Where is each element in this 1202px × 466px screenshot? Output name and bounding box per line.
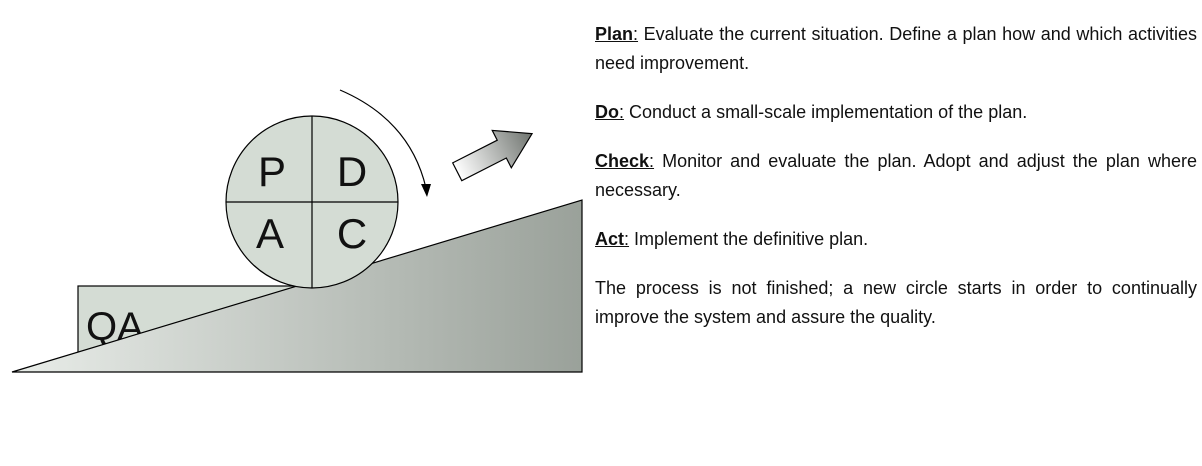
step-plan: Plan: Evaluate the current situation. De…	[595, 24, 1197, 73]
description-panel: Plan: Evaluate the current situation. De…	[595, 20, 1197, 332]
step-do-term: Do	[595, 102, 619, 122]
step-act-text: Implement the definitive plan.	[629, 229, 869, 249]
rotation-arrow-head	[421, 184, 431, 197]
conclusion: The process is not finished; a new circl…	[595, 278, 1197, 327]
rotation-arrow-curve	[339, 89, 427, 189]
step-do: Do: Conduct a small-scale implementation…	[595, 102, 1028, 122]
step-act: Act: Implement the definitive plan.	[595, 229, 869, 249]
quadrant-c: C	[337, 210, 367, 257]
step-check: Check: Monitor and evaluate the plan. Ad…	[595, 151, 1197, 200]
pdca-diagram: QA P D A C	[11, 89, 583, 373]
quadrant-a: A	[256, 210, 284, 257]
step-do-text: Conduct a small-scale implementation of …	[624, 102, 1028, 122]
step-check-term: Check	[595, 151, 650, 171]
step-plan-term: Plan	[595, 24, 634, 44]
quadrant-d: D	[337, 148, 367, 195]
step-plan-text: Evaluate the current situation. Define a…	[595, 24, 1197, 73]
step-check-text: Monitor and evaluate the plan. Adopt and…	[595, 151, 1197, 200]
step-act-term: Act	[595, 229, 625, 249]
quadrant-p: P	[258, 148, 286, 195]
progress-arrow	[451, 129, 534, 182]
